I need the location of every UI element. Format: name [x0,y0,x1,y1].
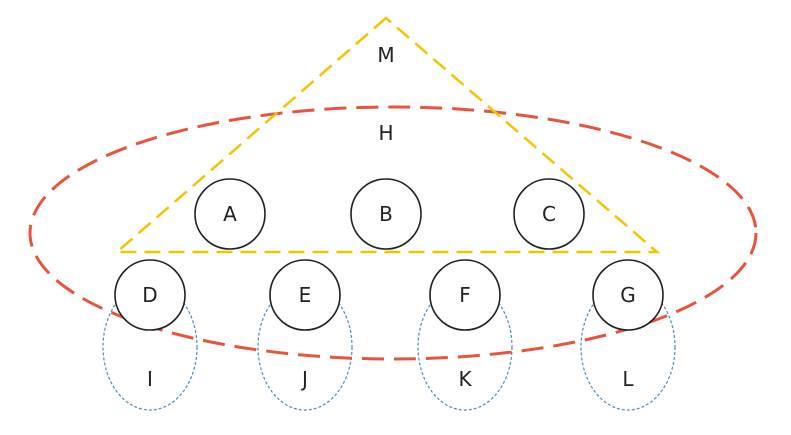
label-b: B [379,202,393,226]
label-j: J [300,367,308,391]
node-circle-c [513,178,585,250]
label-f: F [459,283,471,307]
label-l: L [622,367,634,391]
ellipse-region-h [28,105,758,361]
label-h: H [378,121,393,145]
label-c: C [542,202,556,226]
triangle-region-m [113,16,661,254]
label-a: A [223,202,237,226]
label-d: D [142,283,157,307]
label-k: K [458,367,472,391]
node-circle-a [194,178,266,250]
node-circle-e [269,259,341,331]
node-circle-b [350,178,422,250]
node-circle-g [592,259,664,331]
node-circle-f [429,259,501,331]
label-i: I [147,367,153,391]
node-circle-d [114,259,186,331]
label-g: G [620,283,636,307]
label-m: M [377,43,394,67]
label-e: E [299,283,312,307]
